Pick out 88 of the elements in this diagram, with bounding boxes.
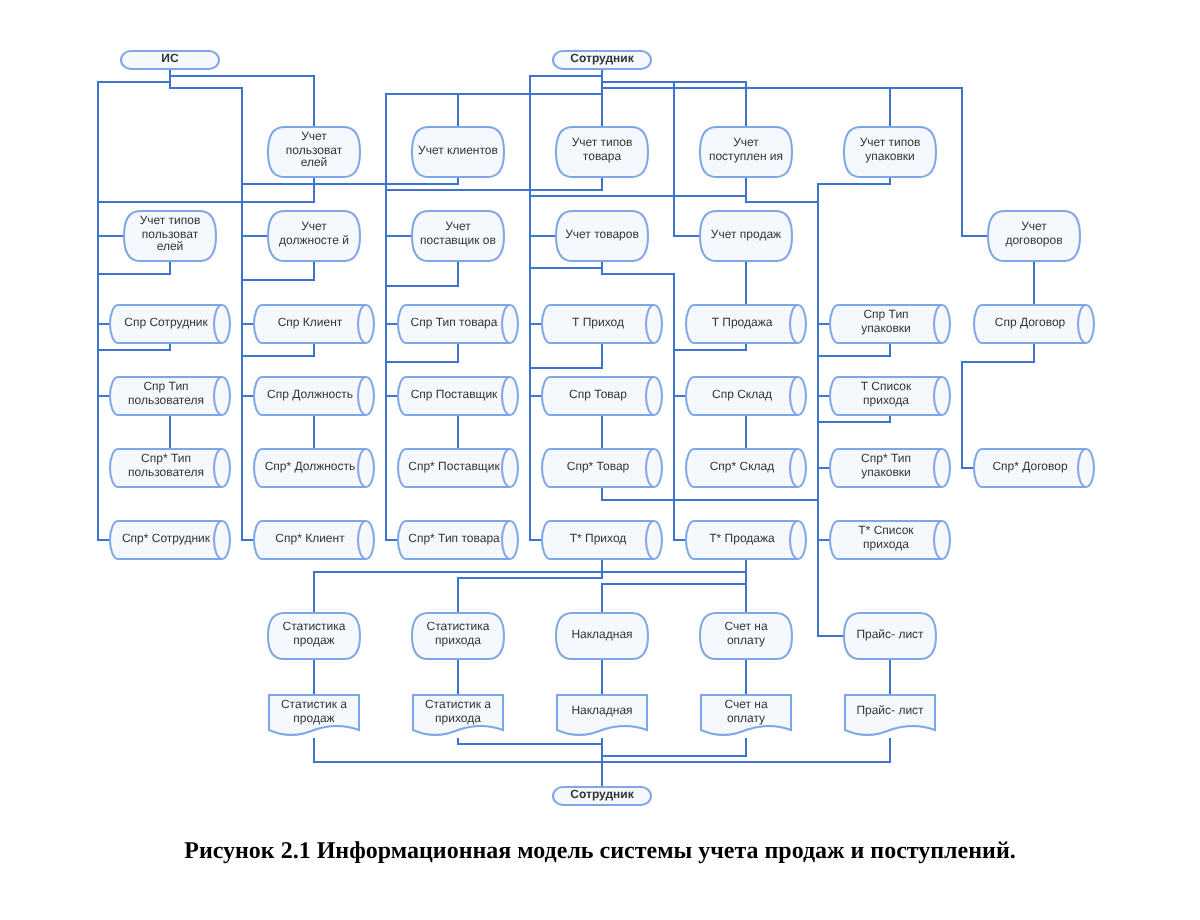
connector-line xyxy=(457,559,603,613)
connector-line xyxy=(457,659,459,695)
process-box xyxy=(268,126,360,178)
document-shape xyxy=(556,694,648,738)
connector-line xyxy=(169,415,171,449)
data-store-cylinder xyxy=(254,376,374,416)
connector-line xyxy=(97,177,315,325)
connector-line xyxy=(601,415,603,449)
data-store-cylinder xyxy=(398,520,518,560)
data-store-cylinder xyxy=(110,448,230,488)
data-store-cylinder xyxy=(686,376,806,416)
data-store-cylinder xyxy=(686,304,806,344)
data-store-cylinder xyxy=(110,304,230,344)
data-store-cylinder xyxy=(974,304,1094,344)
process-box xyxy=(556,210,648,262)
connector-line xyxy=(313,415,315,449)
process-box xyxy=(700,612,792,660)
connector-line xyxy=(385,177,603,325)
connector-line xyxy=(529,69,603,237)
data-store-cylinder xyxy=(542,304,662,344)
connector-line xyxy=(601,659,603,695)
process-box xyxy=(700,210,792,262)
data-store-cylinder xyxy=(830,448,950,488)
data-store-cylinder xyxy=(686,520,806,560)
data-store-cylinder xyxy=(542,520,662,560)
connector-line xyxy=(529,261,603,397)
connector-line xyxy=(529,343,603,541)
connector-line xyxy=(169,69,269,237)
process-box xyxy=(268,210,360,262)
document-shape xyxy=(412,694,504,738)
data-store-cylinder xyxy=(974,448,1094,488)
terminal-box xyxy=(120,50,220,70)
data-store-cylinder xyxy=(830,304,950,344)
data-store-cylinder xyxy=(254,520,374,560)
data-store-cylinder xyxy=(830,376,950,416)
connector-line xyxy=(601,737,891,787)
connector-line xyxy=(601,487,845,637)
figure-caption: Рисунок 2.1 Информационная модель системы учета продаж и поступлений. xyxy=(184,836,1016,866)
connector-line xyxy=(241,177,459,325)
data-store-cylinder xyxy=(254,448,374,488)
data-store-cylinder xyxy=(398,376,518,416)
document-shape xyxy=(268,694,360,738)
document-shape xyxy=(844,694,936,738)
connector-line xyxy=(745,415,747,449)
connector-line xyxy=(457,415,459,449)
data-store-cylinder xyxy=(542,448,662,488)
connector-line xyxy=(1033,261,1035,305)
connector-line xyxy=(817,343,891,469)
connector-line xyxy=(385,261,459,397)
connector-line xyxy=(313,659,315,695)
process-box xyxy=(988,210,1080,262)
connector-line xyxy=(961,343,1035,469)
process-box xyxy=(844,612,936,660)
process-box xyxy=(556,126,648,178)
connector-line xyxy=(745,559,747,613)
process-box xyxy=(412,126,504,178)
data-store-cylinder xyxy=(110,376,230,416)
terminal-box xyxy=(552,50,652,70)
connector-line xyxy=(241,261,315,397)
process-box xyxy=(124,210,216,262)
process-box xyxy=(700,126,792,178)
data-store-cylinder xyxy=(398,448,518,488)
connector-line xyxy=(601,261,687,397)
connector-line xyxy=(817,415,891,541)
document-shape xyxy=(700,694,792,738)
process-box xyxy=(412,210,504,262)
connector-line xyxy=(745,659,747,695)
connector-line xyxy=(97,343,171,541)
process-box xyxy=(844,126,936,178)
process-box xyxy=(556,612,648,660)
connector-line xyxy=(673,343,747,541)
connector-line xyxy=(169,69,315,127)
connector-line xyxy=(385,343,459,541)
data-store-cylinder xyxy=(686,448,806,488)
data-store-cylinder xyxy=(110,520,230,560)
terminal-box xyxy=(552,786,652,806)
connector-line xyxy=(241,343,315,541)
data-store-cylinder xyxy=(830,520,950,560)
connector-line xyxy=(97,261,171,397)
connector-line xyxy=(889,659,891,695)
connector-line xyxy=(745,177,831,397)
process-box xyxy=(412,612,504,660)
process-box xyxy=(268,612,360,660)
data-store-cylinder xyxy=(542,376,662,416)
connector-line xyxy=(817,177,891,325)
data-store-cylinder xyxy=(398,304,518,344)
connector-line xyxy=(745,261,747,305)
data-store-cylinder xyxy=(254,304,374,344)
